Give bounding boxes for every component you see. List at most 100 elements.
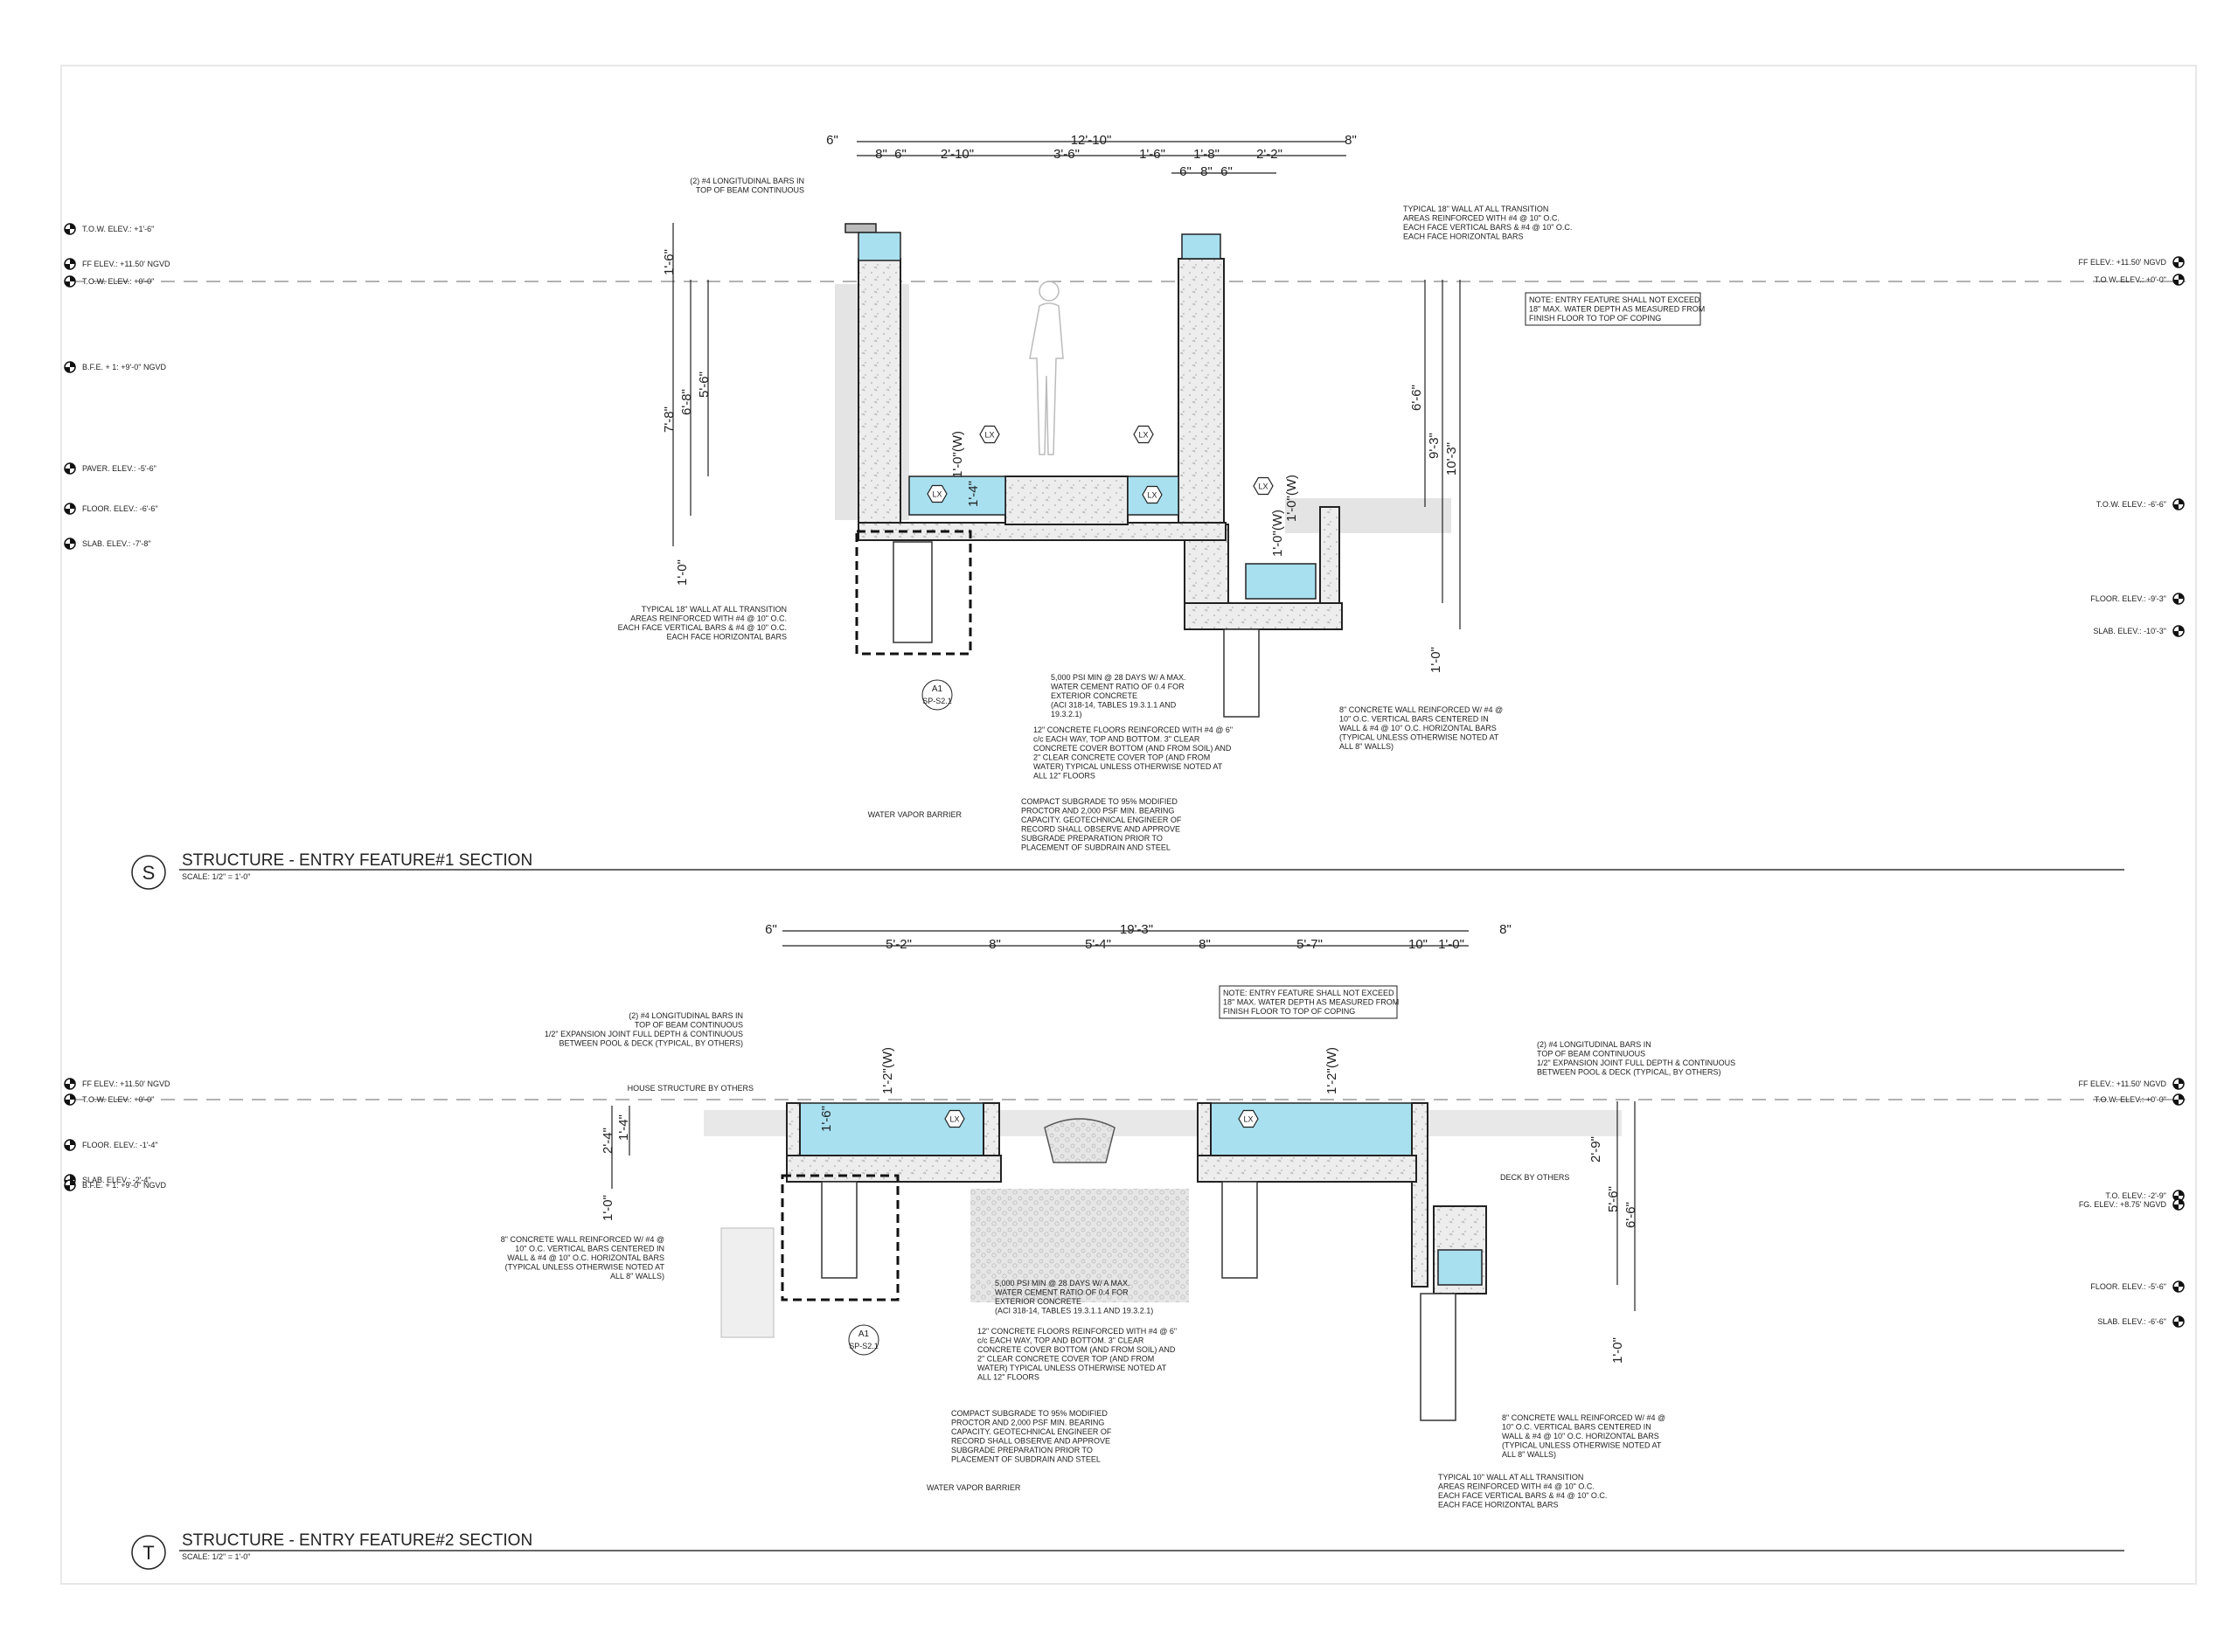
dimension-top: 6" (1179, 164, 1192, 179)
elevation-marker (64, 361, 76, 373)
elevation-label-right: T.O.W. ELEV.: +0'-0" (2095, 1095, 2166, 1104)
detail-ref-number-t: A1 (858, 1329, 870, 1339)
note-t-water-vapor-barrier-line: WATER VAPOR BARRIER (927, 1483, 1021, 1492)
dimension-top: 8" (1199, 937, 1211, 952)
elevation-label-left: T.O.W. ELEV.: +1'-6" (82, 225, 154, 233)
section-t-title: STRUCTURE - ENTRY FEATURE#2 SECTION (182, 1531, 532, 1550)
note-s-compact-subgrade-line: PLACEMENT OF SUBDRAIN AND STEEL (1021, 843, 1171, 852)
dimension-top: 8" (875, 147, 887, 162)
elevation-label-right: FLOOR. ELEV.: -5'-6" (2090, 1282, 2166, 1291)
dimension-vertical: 1'-2"(W) (1324, 1047, 1339, 1094)
note-s-typical-wall-right-line: EACH FACE HORIZONTAL BARS (1403, 233, 1524, 241)
pool-right-slab (1197, 1155, 1417, 1183)
house-structure (720, 1227, 775, 1338)
elevation-marker (2172, 1315, 2185, 1328)
note-t-concrete-floors-line: 12" CONCRETE FLOORS REINFORCED WITH #4 @… (977, 1327, 1177, 1336)
note-t-8in-wall-left-line: 10" O.C. VERTICAL BARS CENTERED IN (515, 1245, 664, 1253)
note-s-concrete-strength-line: 19.3.2.1) (1051, 710, 1082, 718)
elevation-marker (64, 1093, 76, 1106)
note-box-t (1219, 985, 1398, 1019)
note-t-compact-subgrade-line: PROCTOR AND 2,000 PSF MIN. BEARING (951, 1419, 1104, 1427)
note-s-concrete-strength-line: 5,000 PSI MIN @ 28 DAYS W/ A MAX. (1051, 673, 1186, 682)
note-t-max-water-depth-line: NOTE: ENTRY FEATURE SHALL NOT EXCEED (1223, 989, 1394, 997)
dimension-top: 8" (1499, 922, 1512, 937)
note-s-concrete-floors-line: ALL 12" FLOORS (1033, 772, 1095, 781)
note-s-concrete-strength-line: (ACI 318-14, TABLES 19.3.1.1 AND (1051, 701, 1177, 710)
dimension-vertical: 1'-0"(W) (1284, 475, 1299, 522)
pile-right (1223, 628, 1260, 718)
note-t-concrete-floors-line: c/c EACH WAY, TOP AND BOTTOM. 3" CLEAR (977, 1336, 1144, 1345)
dimension-top: 1'-8" (1193, 147, 1220, 162)
dimension-top: 6" (826, 133, 838, 148)
gravel-fill (970, 1189, 1189, 1302)
note-t-8in-wall-right-line: 8" CONCRETE WALL REINFORCED W/ #4 @ (1502, 1413, 1665, 1422)
note-t-8in-wall-left-line: 8" CONCRETE WALL REINFORCED W/ #4 @ (501, 1235, 664, 1244)
elevation-marker (64, 1078, 76, 1090)
elevation-label-left: B.F.E. + 1: +9'-0" NGVD (82, 1181, 166, 1190)
note-t-8in-wall-left-line: ALL 8" WALLS) (610, 1272, 664, 1281)
note-s-concrete-floors-line: 2" CLEAR CONCRETE COVER TOP (AND FROM (1033, 753, 1210, 762)
light-fixture-lx-label: LX (1147, 491, 1157, 500)
elevation-marker (2172, 274, 2185, 286)
elevation-label-left: SLAB. ELEV.: -2'-4" (82, 1176, 151, 1184)
elevation-marker (64, 275, 76, 288)
center-wall (1178, 258, 1225, 539)
note-t-typical-10in-wall-line: EACH FACE VERTICAL BARS & #4 @ 10" O.C. (1438, 1491, 1607, 1500)
dimension-top: 6" (765, 922, 777, 937)
elevation-label-right: T.O. ELEV.: -2'-9" (2105, 1191, 2166, 1200)
note-t-8in-wall-right-line: 10" O.C. VERTICAL BARS CENTERED IN (1502, 1423, 1651, 1432)
section-t (70, 930, 2186, 1570)
dimension-top: 19'-3" (1120, 922, 1153, 937)
note-s-compact-subgrade-line: PROCTOR AND 2,000 PSF MIN. BEARING (1021, 807, 1174, 816)
dimension-vertical: 2'-9" (1588, 1136, 1603, 1163)
elevation-marker (2172, 1078, 2185, 1090)
dimension-vertical: 2'-4" (601, 1128, 615, 1154)
light-fixture-lx (927, 484, 948, 503)
dimension-top: 5'-7" (1296, 937, 1323, 952)
light-fixture-lx (1253, 476, 1274, 496)
note-s-typical-wall-left-line: EACH FACE HORIZONTAL BARS (666, 633, 787, 642)
light-fixture-lx (1133, 425, 1154, 444)
dimension-top: 6" (1220, 164, 1233, 179)
elevation-label-right: FF ELEV.: +11.50' NGVD (2078, 1079, 2166, 1088)
note-s-compact-subgrade-line: CAPACITY. GEOTECHNICAL ENGINEER OF (1021, 816, 1182, 824)
dimension-top: 8" (1345, 133, 1357, 148)
pile (893, 541, 933, 643)
dimension-vertical: 1'-0"(W) (1270, 510, 1285, 557)
elevation-marker (64, 462, 76, 475)
elevation-marker (2172, 1093, 2185, 1106)
note-s-concrete-strength-line: EXTERIOR CONCRETE (1051, 691, 1137, 700)
light-fixture-lx-label: LX (932, 490, 942, 499)
note-t-concrete-strength-line: (ACI 318-14, TABLES 19.3.1.1 AND 19.3.2.… (995, 1307, 1153, 1315)
note-s-max-water-depth-line: FINISH FLOOR TO TOP OF COPING (1529, 314, 1661, 323)
note-t-max-water-depth-line: FINISH FLOOR TO TOP OF COPING (1223, 1007, 1355, 1016)
note-s-8in-wall-line: 10" O.C. VERTICAL BARS CENTERED IN (1339, 715, 1489, 724)
dimension-vertical: 1'-4" (616, 1114, 631, 1141)
elevation-marker (2172, 625, 2185, 637)
left-coping (844, 223, 877, 233)
dimension-vertical: 1'-0" (1428, 647, 1443, 673)
elevation-label-left: FF ELEV.: +11.50' NGVD (82, 1079, 170, 1088)
pile-detail-box (855, 530, 972, 656)
note-t-deck-by-others-line: DECK BY OTHERS (1500, 1173, 1569, 1182)
note-t-8in-wall-left-line: (TYPICAL UNLESS OTHERWISE NOTED AT (505, 1263, 665, 1272)
note-s-max-water-depth-line: NOTE: ENTRY FEATURE SHALL NOT EXCEED (1529, 295, 1700, 304)
elevation-marker (2172, 256, 2185, 268)
dimension-top: 2'-2" (1256, 147, 1282, 162)
elevation-marker (2172, 1198, 2185, 1211)
dimension-vertical: 5'-6" (1606, 1186, 1621, 1212)
note-s-compact-subgrade-line: SUBGRADE PREPARATION PRIOR TO (1021, 834, 1163, 843)
note-t-house-structure-line: HOUSE STRUCTURE BY OTHERS (628, 1084, 754, 1093)
elevation-marker (2172, 498, 2185, 510)
light-fixture-lx-label: LX (1243, 1115, 1253, 1124)
dimension-top: 8" (989, 937, 1001, 952)
note-s-water-vapor-barrier-line: WATER VAPOR BARRIER (868, 810, 963, 819)
elevation-label-right: FLOOR. ELEV.: -9'-3" (2090, 594, 2166, 603)
detail-ref-circle (921, 679, 953, 711)
elevation-label-left: PAVER. ELEV.: -5'-6" (82, 464, 156, 473)
note-box-s (1525, 292, 1701, 326)
elevation-label-left: T.O.W. ELEV.: +0'-0" (82, 1095, 154, 1104)
note-s-8in-wall-line: WALL & #4 @ 10" O.C. HORIZONTAL BARS (1339, 724, 1497, 732)
